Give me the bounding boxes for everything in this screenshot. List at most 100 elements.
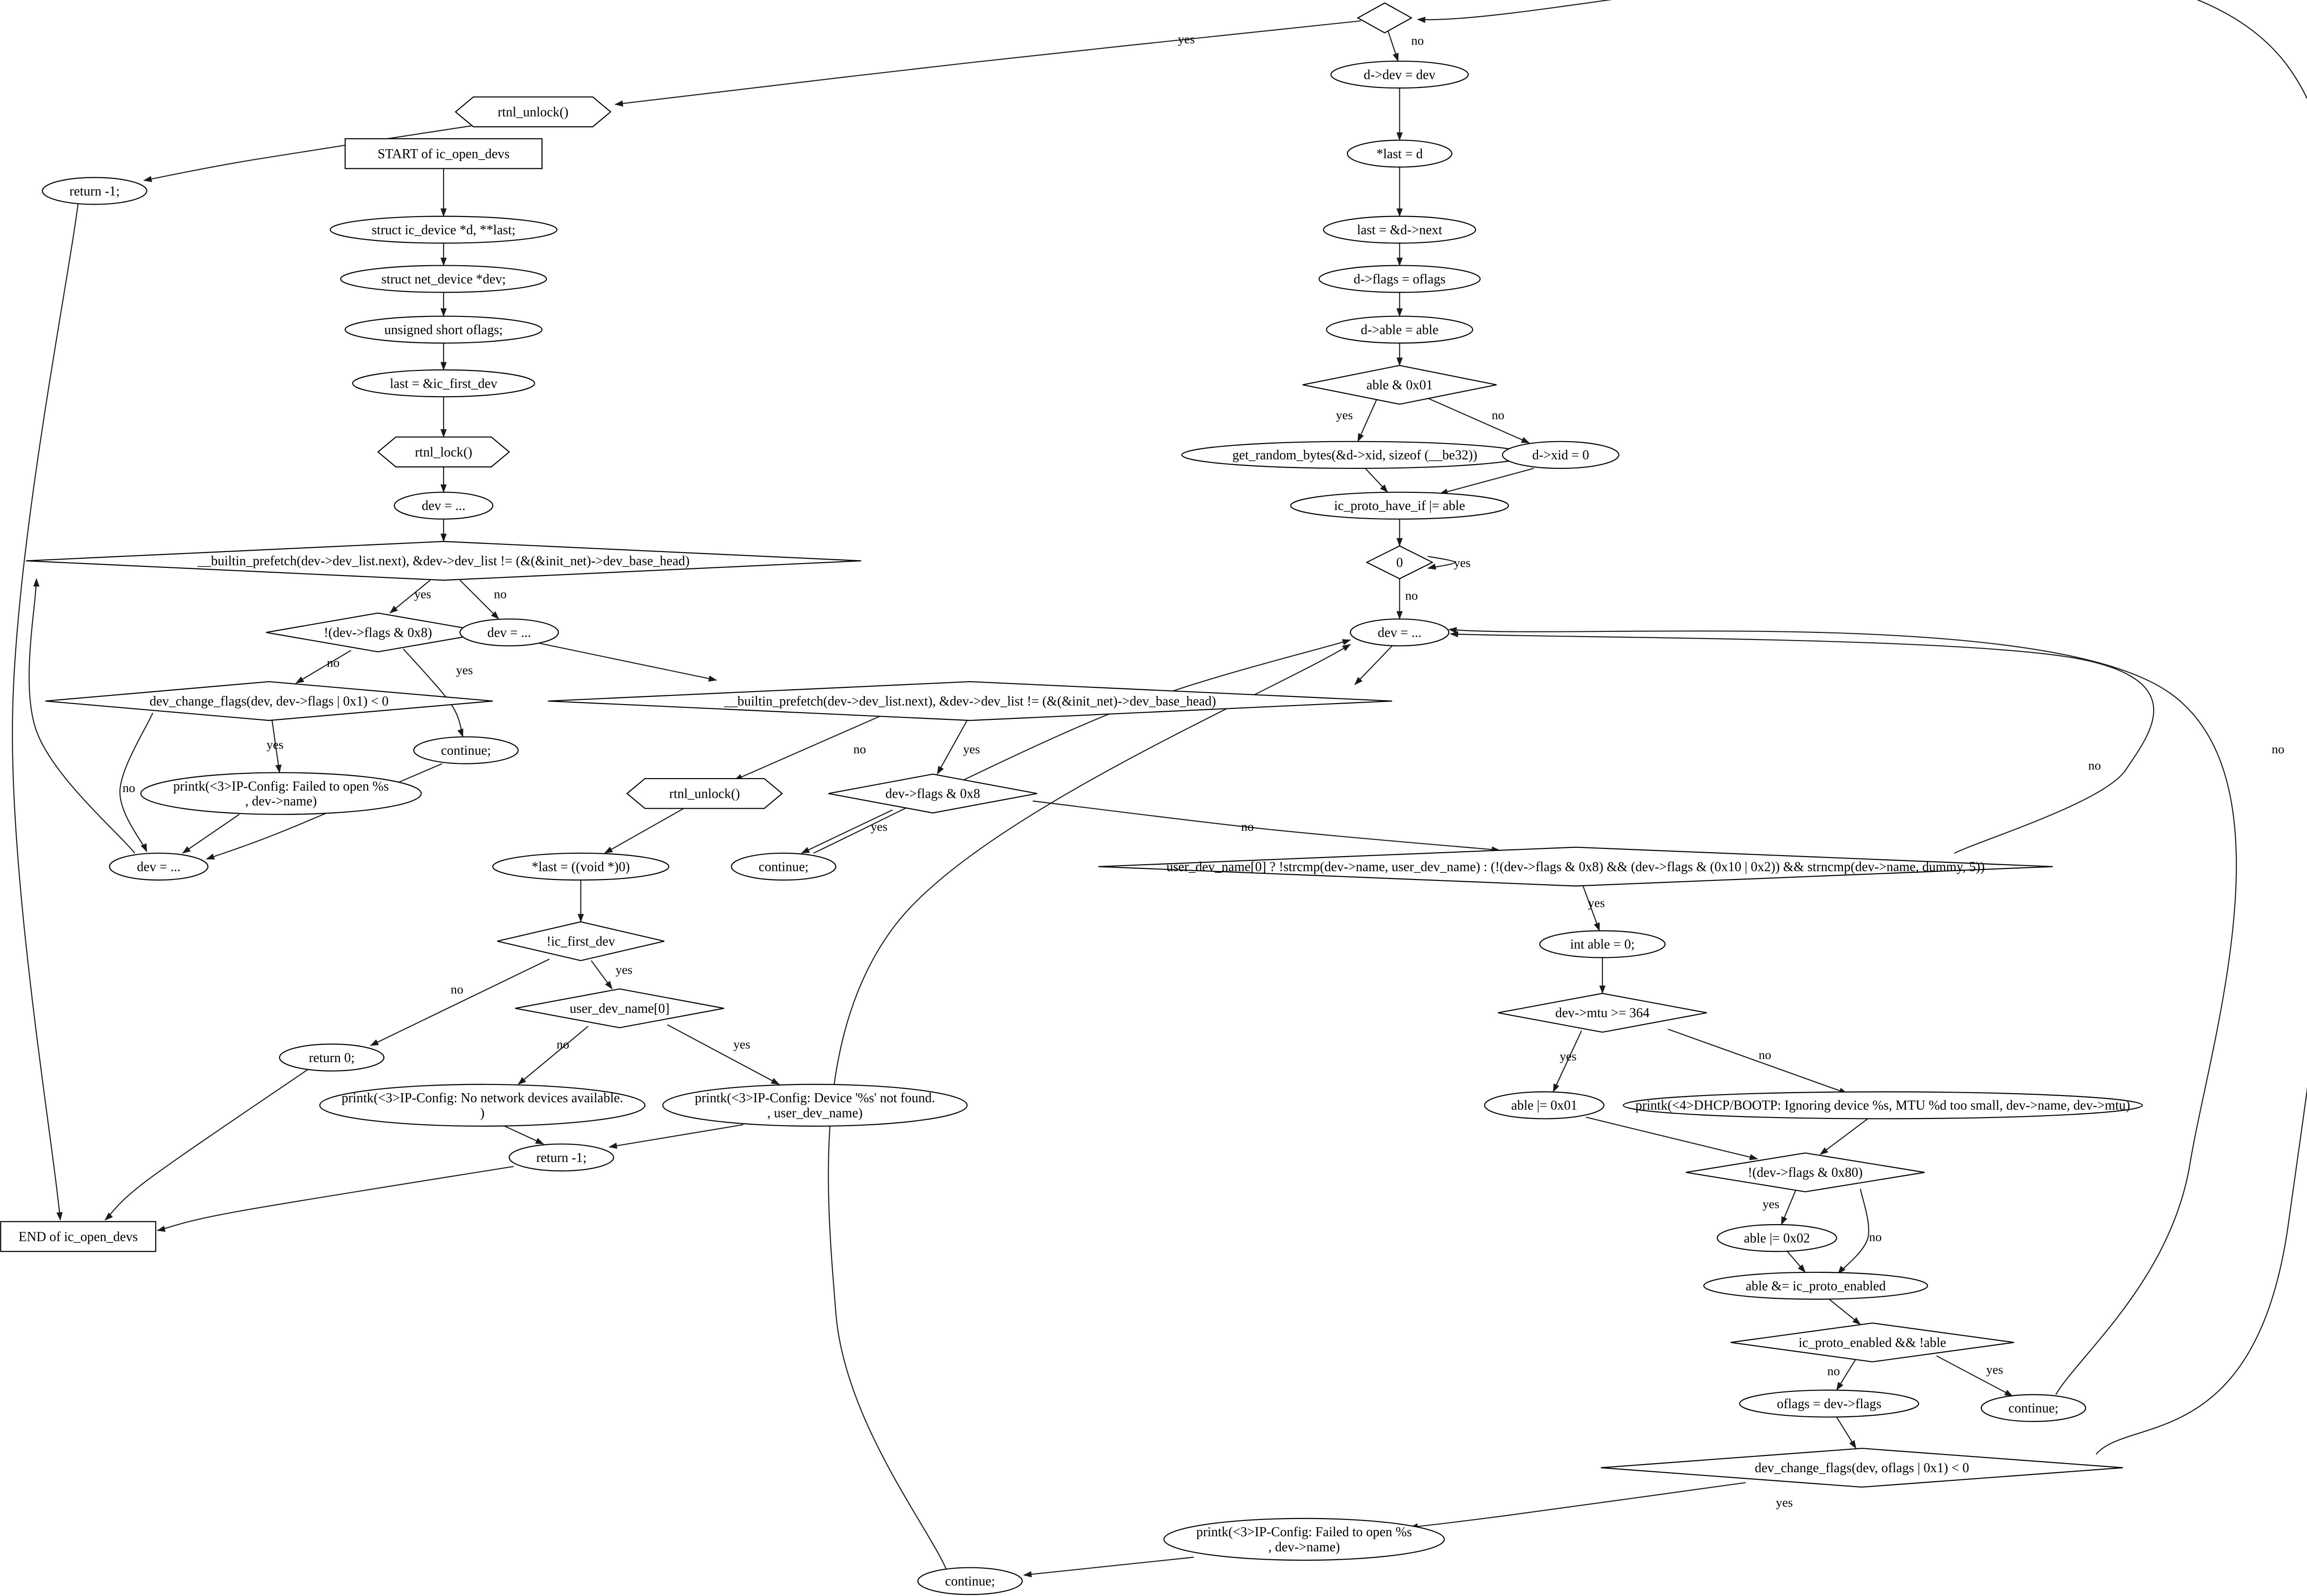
- flowchart-edge-dev-next-loop1--loop1-cond: [28, 578, 136, 854]
- node-label: ic_proto_have_if |= able: [1334, 499, 1465, 513]
- flowchart-node-oflags-save: oflags = dev->flags: [1739, 1390, 1919, 1418]
- edge-label: no: [1405, 588, 1418, 602]
- svg-text:continue;: continue;: [758, 859, 808, 874]
- flowchart-edge-loop1-cond--loopback-check: yes: [389, 580, 431, 614]
- flowchart-edge-ic-first-dev-check--return-0: no: [370, 958, 550, 1046]
- flowchart-edge-loop1-cond--dev-init-loop2: no: [459, 580, 507, 619]
- node-label: d->flags = oflags: [1354, 272, 1445, 287]
- edge-label: yes: [734, 1037, 750, 1052]
- flowchart-edge-loopback-check-2--device-match-check: no: [1032, 800, 1500, 853]
- node-label: continue;: [945, 1574, 995, 1589]
- svg-text:, dev->name): , dev->name): [1268, 1540, 1340, 1554]
- node-label: *last = ((void *)0): [532, 859, 630, 874]
- flowchart-node-loopback-check-2: dev->flags & 0x8: [828, 773, 1038, 814]
- flowchart-edge-proto-enabled-check--continue-proto: yes: [1936, 1355, 2013, 1397]
- svg-text:printk(<3>IP-Config: Failed to: printk(<3>IP-Config: Failed to open %s: [1196, 1525, 1412, 1540]
- node-label: 0: [1396, 555, 1403, 570]
- flowchart-node-continue-fail: continue;: [917, 1567, 1023, 1595]
- edge-label: yes: [414, 586, 431, 601]
- flowchart-node-d-xid-zero: d->xid = 0: [1502, 441, 1620, 469]
- node-label: int able = 0;: [1570, 937, 1635, 952]
- edge-label: no: [2088, 758, 2101, 772]
- edge-label: yes: [1454, 555, 1471, 570]
- flowchart-node-user-dev-name-check: user_dev_name[0]: [515, 988, 724, 1029]
- node-label: get_random_bytes(&d->xid, sizeof (__be32…: [1233, 448, 1478, 463]
- node-label: START of ic_open_devs: [378, 147, 509, 162]
- flowchart-node-rtnl-unlock-exit: rtnl_unlock(): [626, 778, 783, 809]
- flowchart-node-loopback-check: !(dev->flags & 0x8): [266, 612, 490, 652]
- svg-text:struct ic_device *d, **last;: struct ic_device *d, **last;: [372, 223, 516, 238]
- flowchart-edge-return-neg1-bottom--end: [156, 1166, 514, 1232]
- flowchart-edge-continue-loop1--dev-next-loop1: [206, 763, 443, 860]
- flowchart-node-continue-loop2: continue;: [731, 852, 836, 881]
- flowchart-node-proto-enabled-check: ic_proto_enabled && !able: [1731, 1322, 2015, 1363]
- node-label: !(dev->flags & 0x80): [1748, 1165, 1863, 1180]
- edge-label: no: [1492, 408, 1505, 422]
- node-label: able |= 0x01: [1511, 1098, 1577, 1113]
- svg-text:unsigned short oflags;: unsigned short oflags;: [384, 323, 503, 337]
- svg-text:!(dev->flags & 0x8): !(dev->flags & 0x8): [324, 625, 432, 640]
- svg-text:continue;: continue;: [2008, 1401, 2058, 1416]
- flowchart-node-decl-ic-device: struct ic_device *d, **last;: [329, 216, 558, 244]
- flowchart-edge-rtnl-unlock-exit--last-null: [604, 808, 684, 854]
- svg-text:, user_dev_name): , user_dev_name): [767, 1106, 863, 1120]
- flowchart-node-printk-fail-open-1: printk(<3>IP-Config: Failed to open %s, …: [140, 772, 422, 815]
- flowchart-node-last-ic-first-dev: last = &ic_first_dev: [352, 369, 535, 398]
- flowchart-node-d-able-able: d->able = able: [1326, 315, 1473, 344]
- flowchart-edge-mtu-check--printk-mtu: no: [1668, 1029, 1848, 1094]
- flowchart-edge-d-xid-zero--ic-proto-have-if: [1439, 467, 1534, 495]
- svg-text:return -1;: return -1;: [536, 1151, 586, 1165]
- svg-text:able &= ic_proto_enabled: able &= ic_proto_enabled: [1745, 1279, 1885, 1293]
- node-label: last = &ic_first_dev: [390, 376, 498, 391]
- edge-label: no: [557, 1037, 570, 1052]
- flowchart-edge-return-neg1-top--end: [11, 203, 79, 1221]
- flowchart-node-last-null: *last = ((void *)0): [492, 852, 670, 881]
- flowchart-edge-noarp-check--able-and-enabled: no: [1837, 1188, 1882, 1274]
- svg-text:dev_change_flags(dev, oflags |: dev_change_flags(dev, oflags | 0x1) < 0: [1755, 1461, 1969, 1476]
- svg-text:dev->mtu >= 364: dev->mtu >= 364: [1555, 1006, 1649, 1021]
- edge-label: no: [2272, 742, 2285, 756]
- node-label: dev_change_flags(dev, oflags | 0x1) < 0: [1755, 1461, 1969, 1476]
- node-label: __builtin_prefetch(dev->dev_list.next), …: [197, 554, 689, 569]
- flowchart-edge-loop2-cond--rtnl-unlock-exit: no: [734, 715, 881, 781]
- flowchart-node-start: START of ic_open_devs: [345, 138, 543, 169]
- flowchart-edge-ic-first-dev-check--user-dev-name-check: yes: [591, 960, 632, 989]
- svg-text:get_random_bytes(&d->xid, size: get_random_bytes(&d->xid, sizeof (__be32…: [1233, 448, 1478, 463]
- svg-text:dev->flags & 0x8: dev->flags & 0x8: [886, 787, 980, 802]
- flowchart-edge-able-or-rarp--able-and-enabled: [1787, 1251, 1806, 1273]
- node-label: printk(<3>IP-Config: Device '%s' not fou…: [695, 1091, 935, 1120]
- svg-text:*last = ((void *)0): *last = ((void *)0): [532, 859, 630, 874]
- flowchart-node-printk-fail-open-2: printk(<3>IP-Config: Failed to open %s, …: [1163, 1518, 1445, 1561]
- flowchart-node-ic-first-dev-check: !ic_first_dev: [497, 921, 665, 961]
- svg-text:ic_proto_have_if |= able: ic_proto_have_if |= able: [1334, 499, 1465, 513]
- flowchart-edge-able-and-enabled--proto-enabled-check: [1829, 1299, 1861, 1325]
- flowchart-node-return-neg1-bottom: return -1;: [509, 1143, 614, 1172]
- svg-text:rtnl_lock(): rtnl_lock(): [415, 445, 472, 460]
- flowchart-node-last-assign-d: *last = d: [1347, 140, 1452, 168]
- edge-label: yes: [267, 738, 283, 752]
- node-label: dev = ...: [137, 859, 180, 874]
- flowchart-edge-dev-change-flags-1--dev-next-loop1: no: [119, 713, 153, 852]
- svg-text:struct net_device *dev;: struct net_device *dev;: [381, 272, 506, 287]
- node-label: return -1;: [536, 1151, 586, 1165]
- node-label: !(dev->flags & 0x8): [324, 625, 432, 640]
- svg-text:ic_proto_enabled && !able: ic_proto_enabled && !able: [1798, 1335, 1946, 1350]
- svg-text:dev = ...: dev = ...: [1378, 625, 1421, 640]
- flowchart-edge-dev-next-hub--loop2-cond: [1354, 645, 1393, 685]
- flowchart-node-decl-oflags: unsigned short oflags;: [345, 315, 543, 344]
- node-label: last = &d->next: [1357, 223, 1442, 238]
- svg-text:, dev->name): , dev->name): [245, 794, 317, 809]
- node-label: continue;: [758, 859, 808, 874]
- flowchart-edge-proto-enabled-check--oflags-save: no: [1827, 1358, 1857, 1391]
- flowchart-edge-user-dev-name-check--printk-no-devices: no: [518, 1026, 589, 1085]
- svg-text:rtnl_unlock(): rtnl_unlock(): [669, 787, 740, 802]
- edge-label: no: [1827, 1364, 1840, 1378]
- node-label: __builtin_prefetch(dev->dev_list.next), …: [724, 694, 1216, 709]
- svg-text:last = &ic_first_dev: last = &ic_first_dev: [390, 376, 498, 391]
- flowchart-node-get-random-bytes: get_random_bytes(&d->xid, sizeof (__be32…: [1181, 441, 1528, 469]
- svg-text:START of ic_open_devs: START of ic_open_devs: [378, 147, 509, 162]
- node-label: user_dev_name[0] ? !strcmp(dev->name, us…: [1166, 859, 1984, 874]
- svg-text:END of ic_open_devs: END of ic_open_devs: [19, 1229, 138, 1244]
- edge-label: yes: [456, 662, 473, 677]
